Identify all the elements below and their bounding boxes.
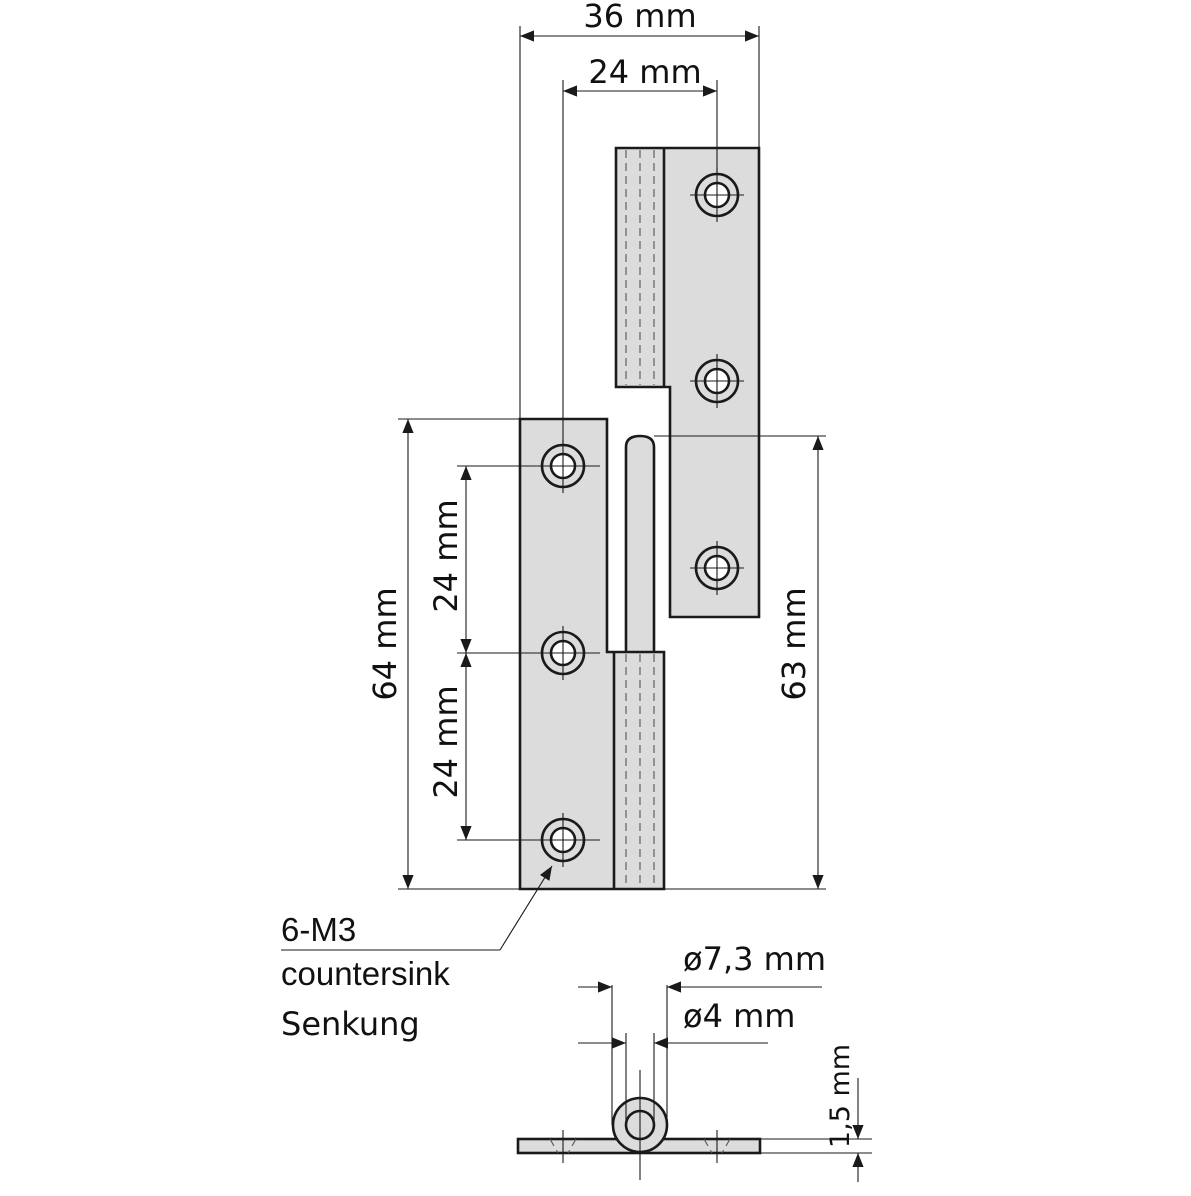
label-overall-width: 36 mm	[583, 0, 696, 35]
hole-right-middle	[690, 354, 744, 408]
label-hole-offset: 24 mm	[588, 53, 701, 91]
dimension-left-leaf-height: 64 mm	[366, 418, 520, 890]
dimension-right-leaf-height: 63 mm	[654, 435, 826, 890]
label-knuckle-diameter: ø7,3 mm	[683, 940, 826, 978]
hole-left-top	[536, 439, 600, 493]
label-hole-spacing-upper: 24 mm	[427, 499, 465, 612]
callout-thread: 6-M3	[281, 911, 356, 948]
label-pin-diameter: ø4 mm	[683, 997, 795, 1035]
hole-left-middle	[536, 626, 600, 680]
hinge-pin	[624, 434, 656, 652]
label-leaf-thickness: 1,5 mm	[825, 1044, 856, 1148]
section-view: ø7,3 mm ø4 mm 1,5 mm	[516, 940, 872, 1182]
dimension-hole-offset: 24 mm	[562, 53, 718, 445]
label-left-leaf-height: 64 mm	[366, 587, 404, 700]
countersink-callout: 6-M3 countersink Senkung	[281, 865, 553, 1043]
hole-right-bottom	[690, 541, 744, 595]
hole-right-top	[690, 168, 744, 222]
dimension-overall-width: 36 mm	[519, 0, 760, 419]
callout-countersink: countersink	[281, 955, 450, 992]
hole-left-bottom	[536, 813, 600, 867]
dimension-hole-spacing: 24 mm 24 mm	[427, 465, 545, 841]
label-hole-spacing-lower: 24 mm	[427, 685, 465, 798]
label-right-leaf-height: 63 mm	[775, 587, 813, 700]
callout-senkung: Senkung	[281, 1005, 420, 1043]
